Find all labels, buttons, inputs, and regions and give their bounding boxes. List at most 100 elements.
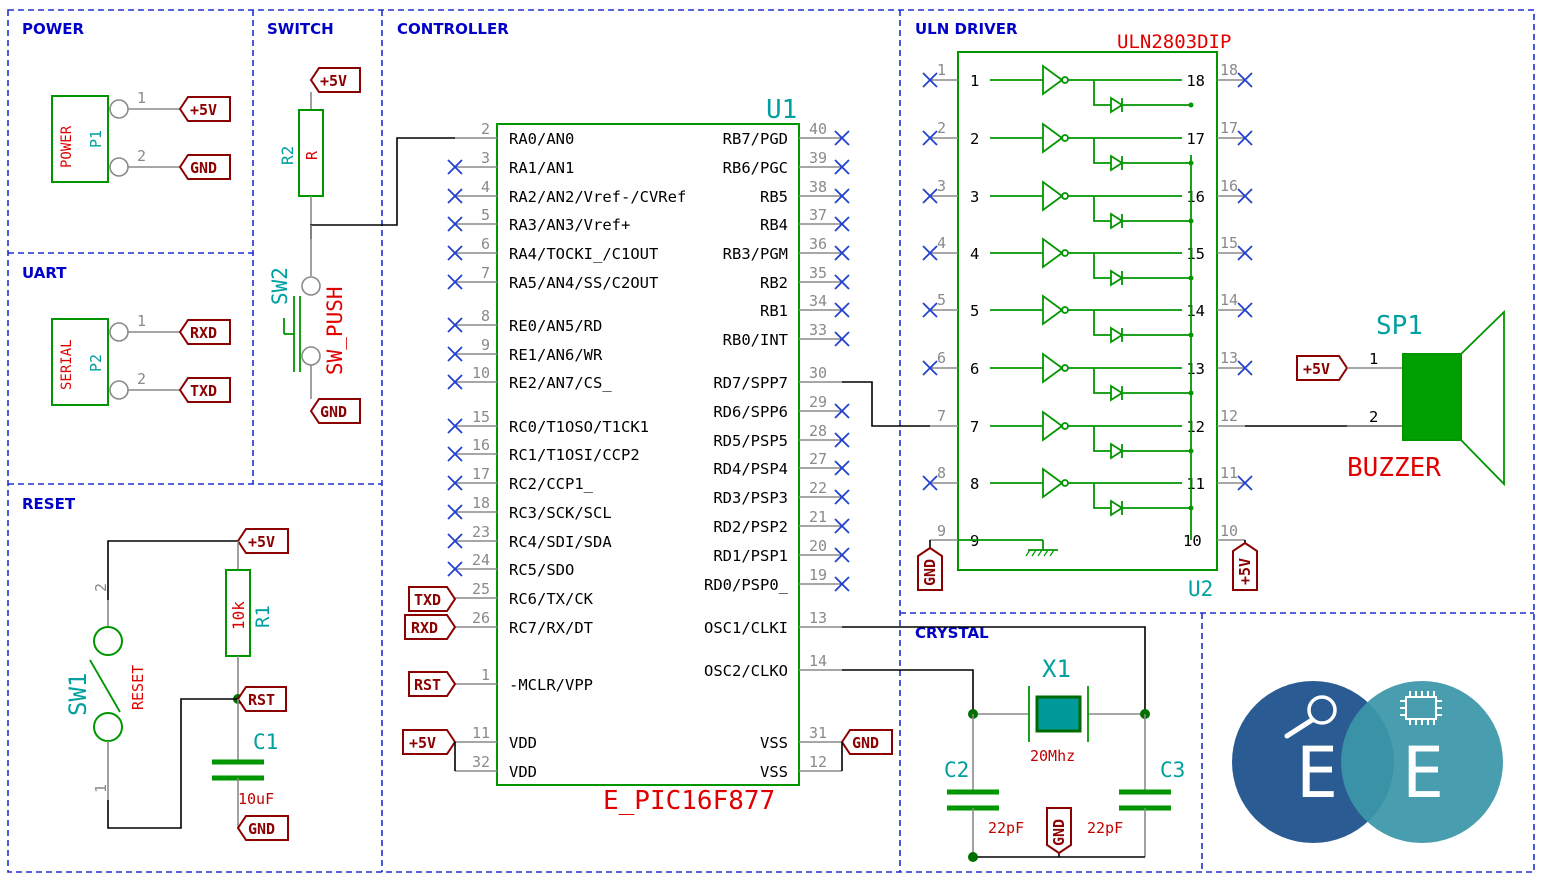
no-connect-icon bbox=[447, 504, 463, 520]
mcu-left-pin-name: -MCLR/VPP bbox=[509, 676, 593, 694]
no-connect-stroke bbox=[922, 475, 938, 491]
mcu-right-pin-number: 21 bbox=[809, 508, 827, 526]
reset-net-rst-label: RST bbox=[248, 691, 275, 709]
no-connect-icon bbox=[447, 245, 463, 261]
mcu-right-pin-name: RD1/PSP1 bbox=[713, 547, 788, 565]
p2-pin2: 2 bbox=[137, 370, 146, 388]
no-connect-icon bbox=[922, 72, 938, 88]
mcu-left-pin-name: RA2/AN2/Vref-/CVRef bbox=[509, 188, 686, 206]
mcu-right-pin-number: 39 bbox=[809, 149, 827, 167]
no-connect-stroke bbox=[1237, 130, 1253, 146]
diode-junction bbox=[1188, 102, 1194, 108]
no-connect-icon bbox=[922, 360, 938, 376]
r2-ref: R2 bbox=[278, 146, 297, 165]
no-connect-icon bbox=[834, 245, 850, 261]
no-connect-stroke bbox=[447, 346, 463, 362]
mcu-left-pin-number: 16 bbox=[472, 436, 490, 454]
uln-in-pin-number: 4 bbox=[937, 234, 946, 252]
no-connect-stroke bbox=[1237, 475, 1253, 491]
mcu-right-pin-number: 30 bbox=[809, 364, 827, 382]
mcu-right-pin-number: 29 bbox=[809, 393, 827, 411]
diode-trace bbox=[1093, 80, 1111, 106]
mcu-right-pin-name: VSS bbox=[760, 763, 788, 781]
inverter-icon bbox=[1042, 64, 1064, 96]
mcu-right-pin-name: RB7/PGD bbox=[723, 130, 788, 148]
mcu-left-pin-number: 8 bbox=[481, 307, 490, 325]
c1-ref: C1 bbox=[253, 730, 278, 754]
uln-in-pin-name: 5 bbox=[970, 302, 979, 320]
sp1-value: BUZZER bbox=[1347, 453, 1441, 483]
no-connect-icon bbox=[447, 159, 463, 175]
uln-out-pin-number: 13 bbox=[1220, 349, 1238, 367]
uln-out-pin-name: 17 bbox=[1186, 130, 1205, 148]
uln-net-com-label: +5V bbox=[1236, 558, 1254, 585]
no-connect-stroke bbox=[447, 317, 463, 333]
diode-trace bbox=[1093, 253, 1111, 279]
no-connect-icon bbox=[447, 561, 463, 577]
logo-letter-right: E bbox=[1402, 732, 1444, 814]
mcu-right-pin-number: 31 bbox=[809, 724, 827, 742]
no-connect-stroke bbox=[834, 245, 850, 261]
no-connect-stroke bbox=[834, 302, 850, 318]
section-title-uart: UART bbox=[22, 264, 67, 282]
mcu-left-pin-name: RE1/AN6/WR bbox=[509, 346, 603, 364]
no-connect-icon bbox=[447, 216, 463, 232]
chip-icon bbox=[1400, 691, 1442, 725]
no-connect-icon bbox=[922, 130, 938, 146]
no-connect-stroke bbox=[447, 374, 463, 390]
mcu-right-pin-number: 12 bbox=[809, 753, 827, 771]
no-connect-stroke bbox=[834, 331, 850, 347]
section-titles: POWER SWITCH CONTROLLER ULN DRIVER UART … bbox=[22, 20, 1018, 642]
no-connect-stroke bbox=[447, 418, 463, 434]
no-connect-icon bbox=[834, 331, 850, 347]
mcu-right-pin-name: VSS bbox=[760, 734, 788, 752]
diode-trace bbox=[1093, 138, 1111, 164]
mcu-right-pin-name: RB1 bbox=[760, 302, 788, 320]
no-connect-stroke bbox=[834, 518, 850, 534]
no-connect-icon bbox=[1237, 475, 1253, 491]
mcu-left-pin-name: RA3/AN3/Vref+ bbox=[509, 216, 630, 234]
no-connect-icon bbox=[447, 533, 463, 549]
uln-out-pin-number: 15 bbox=[1220, 234, 1238, 252]
mcu-right-pin-name: RB4 bbox=[760, 216, 788, 234]
mcu-right-pin-name: RD0/PSP0_ bbox=[704, 576, 789, 594]
no-connect-icon bbox=[922, 245, 938, 261]
reset-net-top-label: +5V bbox=[248, 533, 275, 551]
no-connect-icon bbox=[922, 475, 938, 491]
p2-ref: P2 bbox=[87, 354, 105, 372]
uln-driver: ULN2803DIP U2 11181822171733161644151555… bbox=[917, 31, 1258, 601]
mcu-right-pin-name: RB2 bbox=[760, 274, 788, 292]
mcu-right-pin-number: 13 bbox=[809, 609, 827, 627]
no-connect-stroke bbox=[834, 460, 850, 476]
no-connect-icon bbox=[447, 346, 463, 362]
uln-out-pin-name: 16 bbox=[1186, 188, 1205, 206]
no-connect-stroke bbox=[447, 561, 463, 577]
p2-net1-label: RXD bbox=[190, 324, 217, 342]
mcu-left-pin-name: RA0/AN0 bbox=[509, 130, 574, 148]
mcu-left-pin-number: 3 bbox=[481, 149, 490, 167]
mcu-left-pin-name: RA4/TOCKI_/C1OUT bbox=[509, 245, 658, 263]
no-connect-stroke bbox=[922, 302, 938, 318]
section-title-switch: SWITCH bbox=[267, 20, 334, 38]
mcu-right-pin-name: RD7/SPP7 bbox=[713, 374, 788, 392]
p1-net1-label: +5V bbox=[190, 101, 217, 119]
uln-com-pin-name: 10 bbox=[1183, 532, 1202, 550]
p1-value: POWER bbox=[59, 125, 75, 168]
no-connect-icon bbox=[1237, 245, 1253, 261]
magnifier-icon bbox=[1284, 695, 1337, 739]
mcu-right-pin-name: RB5 bbox=[760, 188, 788, 206]
r1-ref: R1 bbox=[252, 605, 274, 628]
inverter-icon bbox=[1042, 122, 1064, 154]
mcu-left-pin-number: 18 bbox=[472, 494, 490, 512]
p2-value: SERIAL bbox=[59, 339, 75, 390]
c1-value: 10uF bbox=[238, 790, 274, 808]
diode-icon bbox=[1110, 442, 1124, 460]
no-connect-icon bbox=[922, 302, 938, 318]
mcu-left-pin-number: 2 bbox=[481, 120, 490, 138]
diode-icon bbox=[1110, 96, 1124, 114]
uln-out-pin-name: 12 bbox=[1186, 418, 1205, 436]
uln-net-gnd-label: GND bbox=[921, 559, 939, 586]
